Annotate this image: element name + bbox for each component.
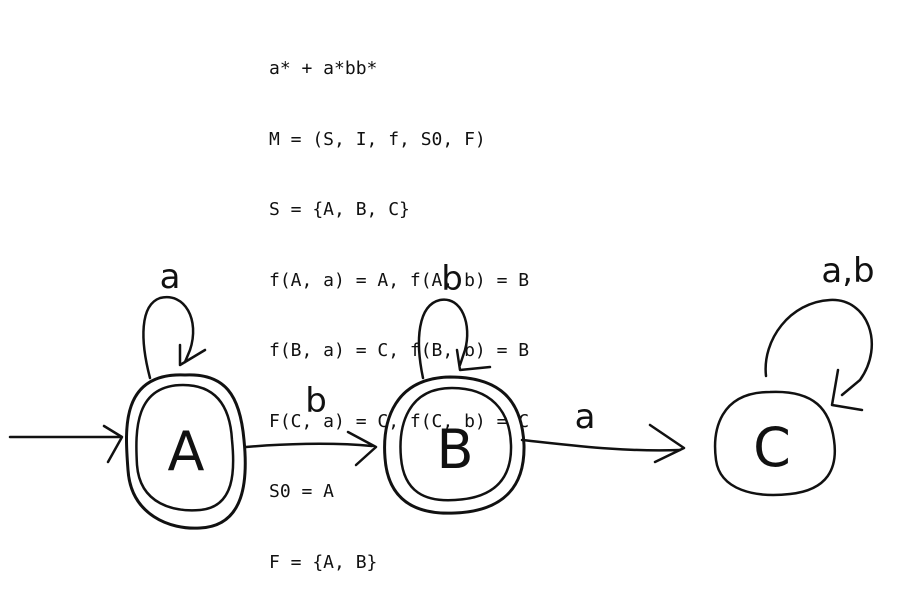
state-a: A — [124, 373, 247, 530]
transition-b-b: b — [417, 259, 492, 380]
start-arrow — [8, 424, 124, 464]
note-line-machine: M = (S, I, f, S0, F) — [269, 128, 486, 150]
state-b: B — [383, 375, 526, 515]
transition-b-c-label: a — [575, 397, 596, 437]
transition-b-c: a — [520, 397, 686, 464]
transition-a-a-label: a — [160, 257, 181, 297]
note-line-states: S = {A, B, C} — [269, 199, 410, 220]
transition-a-b-label: b — [305, 381, 327, 421]
transition-b-b-label: b — [441, 259, 463, 299]
state-a-label: A — [168, 420, 205, 483]
note-line-final-states: F = {A, B} — [269, 551, 378, 573]
transition-a-a: a — [142, 257, 207, 380]
state-c: C — [713, 390, 837, 497]
state-b-label: B — [436, 418, 473, 481]
state-c-label: C — [753, 416, 791, 479]
note-line-transitions-a: f(A, a) = A, f(A, b) = B — [269, 269, 530, 291]
transition-c-c-label: a,b — [821, 251, 874, 291]
transition-c-c: a,b — [764, 251, 875, 412]
automaton-diagram: A a b B b a C a,b — [8, 251, 875, 530]
note-line-regex: a* + a*bb* — [269, 58, 378, 79]
transition-a-b: b — [244, 381, 378, 467]
note-line-transitions-b: f(B, a) = C, f(B, b) = B — [269, 340, 530, 361]
note-line-start-state: S0 = A — [269, 481, 335, 502]
